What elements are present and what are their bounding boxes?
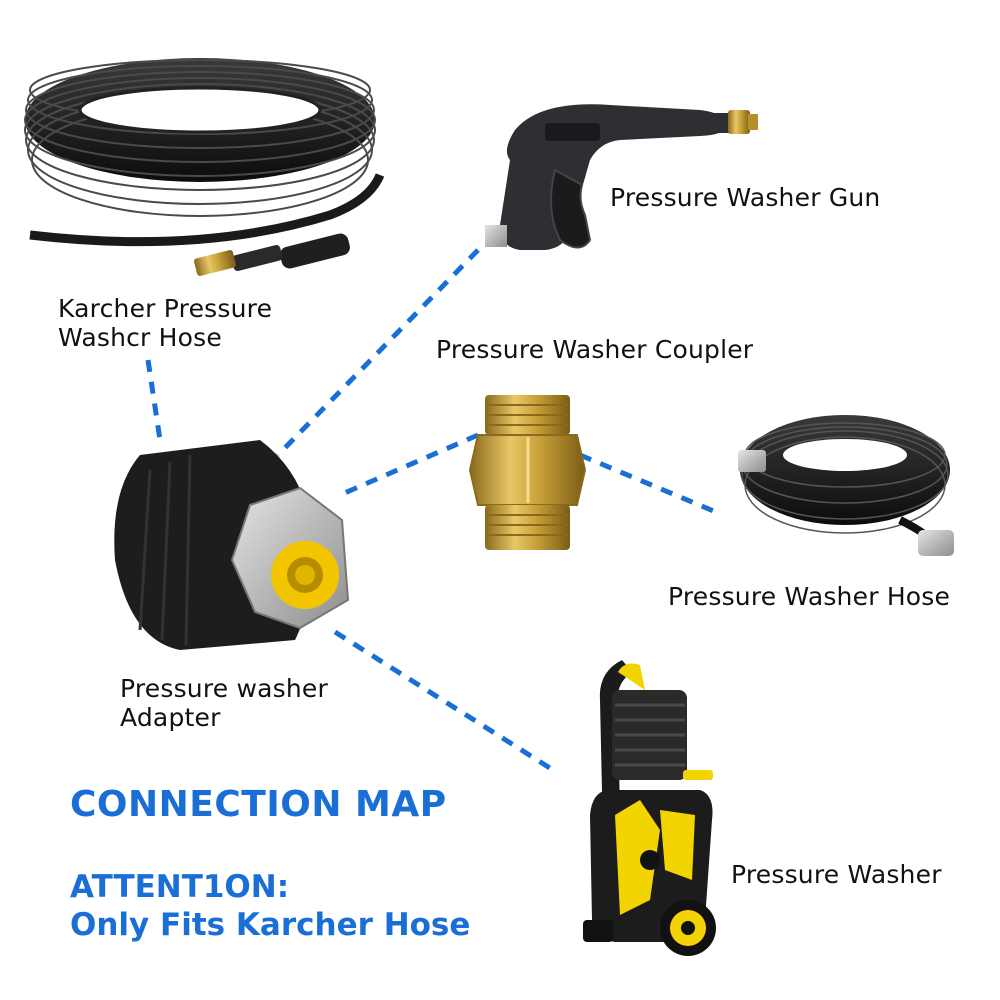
label-karcher-hose-line1: Karcher Pressure	[58, 294, 273, 323]
washer-image	[583, 660, 716, 956]
label-karcher-hose-line2: Washcr Hose	[58, 323, 222, 352]
label-adapter-line1: Pressure washer	[120, 674, 328, 703]
connector-coupler-to-hose	[579, 452, 717, 515]
connector-hose-to-adapter	[145, 359, 163, 441]
connector-lines	[145, 248, 717, 773]
hose-image	[738, 415, 954, 556]
connector-gun-to-adapter	[276, 248, 480, 457]
label-adapter: Pressure washer Adapter	[120, 674, 328, 732]
connector-adapter-to-washer	[333, 629, 555, 773]
adapter-image	[114, 440, 350, 650]
label-washer: Pressure Washer	[731, 860, 942, 889]
label-hose: Pressure Washer Hose	[668, 582, 951, 611]
attention-line1: ATTENT1ON:	[70, 869, 290, 905]
gun-image	[485, 104, 758, 251]
attention-note: ATTENT1ON: Only Fits Karcher Hose	[70, 868, 470, 944]
label-gun: Pressure Washer Gun	[610, 183, 881, 212]
connection-map-heading: CONNECTION MAP	[70, 784, 447, 825]
label-coupler: Pressure Washer Coupler	[436, 335, 754, 364]
attention-line2: Only Fits Karcher Hose	[70, 907, 471, 943]
karcher-hose-image	[24, 58, 385, 276]
coupler-image	[468, 395, 587, 550]
connector-coupler-to-adapter	[339, 432, 479, 498]
label-karcher-hose: Karcher Pressure Washcr Hose	[58, 294, 272, 352]
label-adapter-line2: Adapter	[120, 703, 221, 732]
